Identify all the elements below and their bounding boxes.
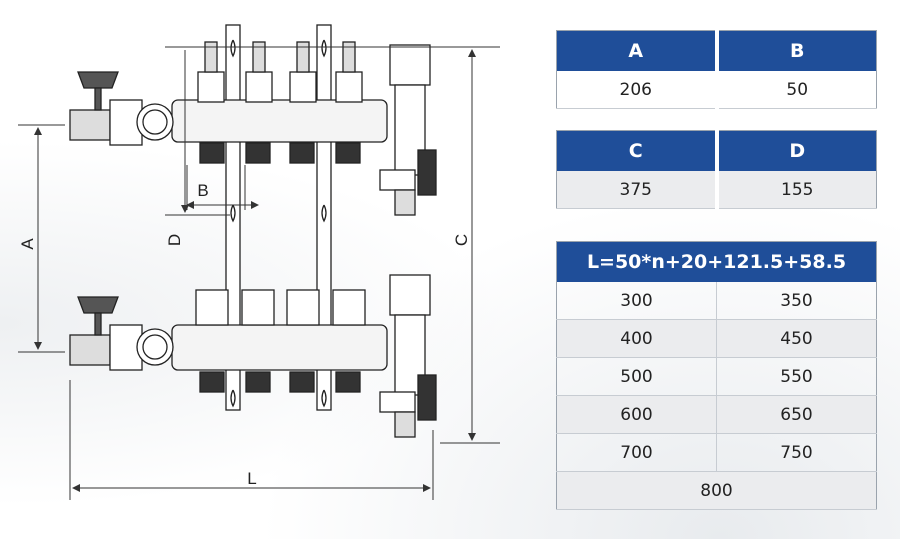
length-cell: 450 [716,319,877,358]
value-a: 206 [556,71,717,109]
top-manifold [69,41,437,216]
header-c: C [556,130,717,171]
length-cell: 600 [556,395,717,434]
dimension-label-c: C [452,234,471,246]
air-vent-top [379,44,437,216]
bottom-manifold [69,274,437,438]
dimension-label-l: L [247,469,256,488]
length-cell: 700 [556,433,717,472]
value-c: 375 [556,171,717,209]
air-vent-bottom [379,274,437,438]
length-cell: 650 [716,395,877,434]
dimension-label-b: B [197,181,208,200]
header-d: D [714,130,877,171]
length-cell: 500 [556,357,717,396]
outlets-top [199,142,361,164]
header-a: A [556,30,717,71]
table-lengths: L=50*n+20+121.5+58.5 300 350 400 450 500… [556,241,877,510]
length-cell: 400 [556,319,717,358]
header-b: B [714,30,877,71]
table-row: 500 550 [556,357,877,396]
flowmeters-top [197,41,363,103]
dimension-label-d: D [165,234,184,246]
dimension-lines [18,46,500,500]
ball-valve-bottom [69,296,174,371]
table-row: 300 350 [556,282,877,320]
table-row: 400 450 [556,319,877,358]
table-row: 800 [556,471,877,510]
caps-bottom [195,289,366,326]
ball-valve-top [69,71,174,146]
value-b: 50 [714,71,877,109]
length-formula: L=50*n+20+121.5+58.5 [556,241,877,282]
table-row: 600 650 [556,395,877,434]
length-cell-last: 800 [556,471,877,510]
length-cell: 750 [716,433,877,472]
length-cell: 550 [716,357,877,396]
table-row: 700 750 [556,433,877,472]
table-c-d: C D 375 155 [556,130,877,209]
length-cell: 300 [556,282,717,320]
dimension-label-a: A [18,238,37,250]
manifold-technical-drawing: A B C D L [18,24,500,500]
table-a-b: A B 206 50 [556,30,877,109]
length-cell: 350 [716,282,877,320]
outlets-bottom [199,371,361,393]
value-d: 155 [714,171,877,209]
